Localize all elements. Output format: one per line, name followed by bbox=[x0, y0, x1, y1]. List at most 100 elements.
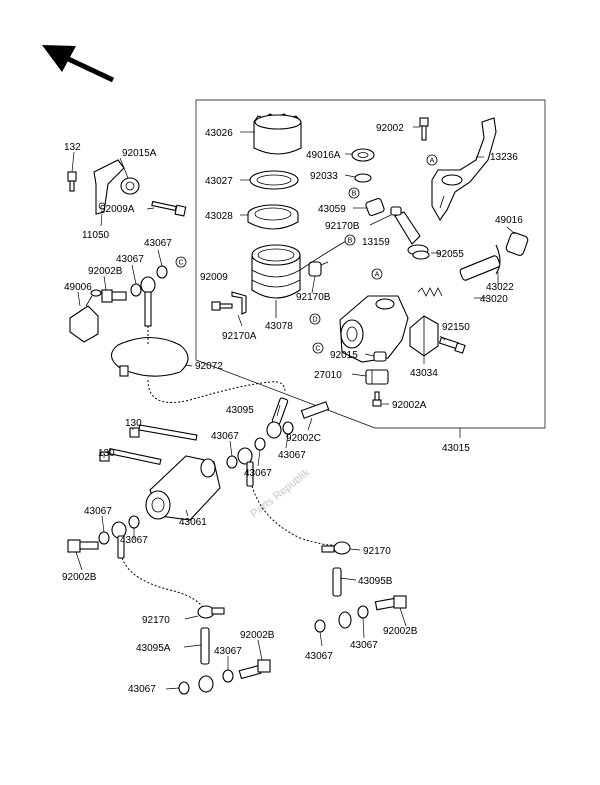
label-92002B-b: 92002B bbox=[62, 572, 97, 583]
bracket-11050 bbox=[93, 159, 125, 215]
banjo-fitting-lower-left bbox=[111, 521, 127, 559]
label-43095B: 43095B bbox=[358, 576, 393, 587]
label-43028: 43028 bbox=[205, 211, 233, 222]
banjo-fitting-43095B bbox=[332, 567, 352, 629]
bolt-92002B-lower-right bbox=[374, 595, 407, 611]
label-130-a: 130 bbox=[98, 448, 115, 459]
switch-49006 bbox=[69, 289, 102, 343]
label-92002C: 92002C bbox=[286, 433, 321, 444]
label-49016: 49016 bbox=[495, 215, 523, 226]
switch-27010 bbox=[365, 369, 389, 385]
o-ring-92055 bbox=[412, 250, 430, 260]
hose-fitting-13159 bbox=[394, 211, 429, 256]
label-49016A: 49016A bbox=[306, 150, 341, 161]
label-13159: 13159 bbox=[362, 237, 390, 248]
part-labels: 43026 92002 13236 49016A 43027 92033 430… bbox=[62, 123, 523, 695]
brake-hose-left bbox=[121, 557, 206, 611]
label-13236: 13236 bbox=[490, 152, 518, 163]
label-43095A: 43095A bbox=[136, 643, 171, 654]
reservoir-tank bbox=[251, 244, 301, 318]
label-43067-b: 43067 bbox=[116, 254, 144, 265]
label-92170-a: 92170 bbox=[363, 546, 391, 557]
banjo-fitting-43095 bbox=[266, 397, 289, 439]
bolt-132 bbox=[67, 171, 77, 192]
collar-92015A bbox=[120, 177, 140, 195]
label-92002B-c: 92002B bbox=[383, 626, 418, 637]
label-92055: 92055 bbox=[436, 249, 464, 260]
svg-text:B: B bbox=[348, 238, 353, 245]
clamp-92170B-small bbox=[390, 206, 402, 216]
reservoir-cap bbox=[253, 113, 302, 155]
label-43067-e: 43067 bbox=[244, 468, 272, 479]
banjo-fitting-upper bbox=[140, 276, 156, 327]
label-43067-k: 43067 bbox=[128, 684, 156, 695]
grommet-49016A bbox=[351, 148, 375, 162]
label-43067-d: 43067 bbox=[278, 450, 306, 461]
banjo-fitting-mid bbox=[237, 447, 254, 487]
label-92002B-d: 92002B bbox=[240, 630, 275, 641]
label-43067-g: 43067 bbox=[120, 535, 148, 546]
callout-d1: D bbox=[309, 313, 321, 325]
label-92072: 92072 bbox=[195, 361, 223, 372]
label-43027: 43027 bbox=[205, 176, 233, 187]
label-92002B-a: 92002B bbox=[88, 266, 123, 277]
reservoir-hose bbox=[299, 239, 349, 271]
reservoir-bracket bbox=[231, 291, 247, 315]
bolt-130-upper bbox=[129, 424, 198, 441]
hose-clamp-92170B bbox=[308, 261, 329, 277]
bolt-92150 bbox=[438, 336, 466, 354]
label-92015: 92015 bbox=[330, 350, 358, 361]
clamp-92170-left bbox=[197, 605, 225, 619]
master-cylinder-body bbox=[339, 295, 409, 363]
label-130-b: 130 bbox=[125, 418, 142, 429]
label-43067-c: 43067 bbox=[211, 431, 239, 442]
reservoir-plate bbox=[247, 204, 299, 230]
svg-text:D: D bbox=[312, 317, 317, 324]
label-92015A: 92015A bbox=[122, 148, 157, 159]
label-92170A: 92170A bbox=[222, 331, 257, 342]
bolt-92009A bbox=[151, 200, 187, 217]
label-43067-j: 43067 bbox=[214, 646, 242, 657]
label-92002: 92002 bbox=[376, 123, 404, 134]
hose-clamp-92072 bbox=[110, 337, 189, 377]
svg-text:A: A bbox=[375, 272, 380, 279]
brake-lever bbox=[431, 117, 497, 222]
washers-43067-mid bbox=[226, 421, 294, 469]
joint-43061 bbox=[145, 455, 221, 521]
nut-92015 bbox=[373, 351, 387, 362]
holder-43034 bbox=[409, 315, 439, 357]
bolt-92002B-bottom bbox=[238, 659, 271, 680]
label-43022: 43022 bbox=[486, 282, 514, 293]
lever-pivot-bolt bbox=[419, 117, 429, 141]
label-43078: 43078 bbox=[265, 321, 293, 332]
label-92150: 92150 bbox=[442, 322, 470, 333]
label-92170-b: 92170 bbox=[142, 615, 170, 626]
callout-c2: C bbox=[312, 342, 324, 354]
bolt-92002B-lower-left bbox=[67, 539, 99, 553]
label-43020: 43020 bbox=[480, 294, 508, 305]
svg-text:B: B bbox=[352, 191, 357, 198]
svg-text:A: A bbox=[430, 158, 435, 165]
label-43059: 43059 bbox=[318, 204, 346, 215]
label-43067-f: 43067 bbox=[84, 506, 112, 517]
washers-43067-bottom bbox=[178, 669, 234, 695]
label-92002A: 92002A bbox=[392, 400, 427, 411]
bolt-92002B-upper bbox=[101, 289, 127, 303]
bolt-92002C bbox=[300, 401, 330, 419]
label-92009A: 92009A bbox=[100, 204, 135, 215]
screw-92009 bbox=[211, 301, 233, 311]
clip-92033 bbox=[354, 173, 372, 183]
label-11050: 11050 bbox=[82, 230, 110, 241]
label-49006: 49006 bbox=[64, 282, 92, 293]
callout-a2: A bbox=[371, 268, 383, 280]
label-92033: 92033 bbox=[310, 171, 338, 182]
label-92170B-top: 92170B bbox=[325, 221, 360, 232]
banjo-fitting-43095A bbox=[198, 627, 214, 693]
brake-hose-right bbox=[251, 485, 336, 546]
label-43095: 43095 bbox=[226, 405, 254, 416]
bolt-130-lower bbox=[99, 447, 162, 465]
brake-hose-main bbox=[147, 326, 286, 403]
screw-92002A bbox=[372, 391, 382, 407]
svg-text:C: C bbox=[178, 260, 183, 267]
